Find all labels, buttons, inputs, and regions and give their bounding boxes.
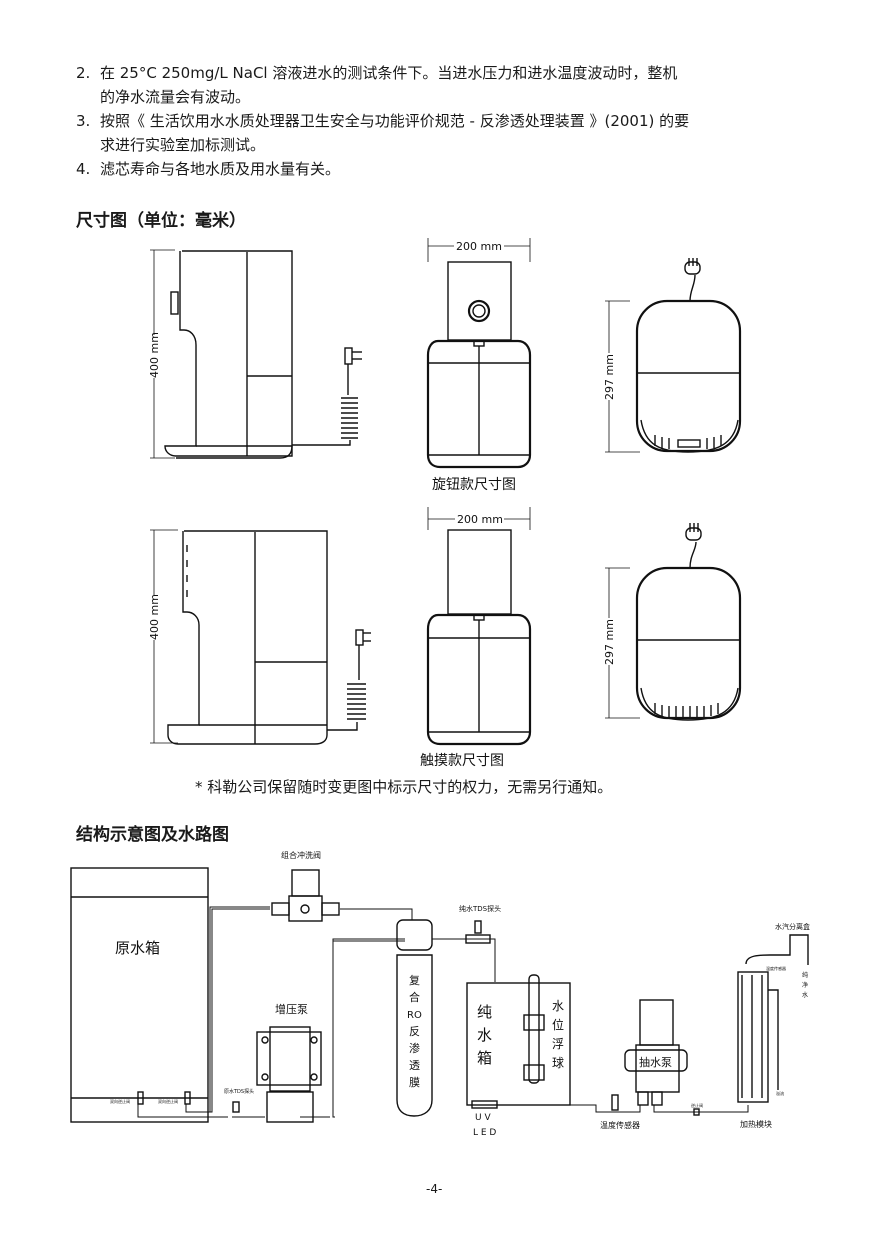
depth-dimension-label: 297 mm [603, 619, 616, 665]
pure-water-char: 水 [802, 991, 808, 999]
pure-tank-char: 水 [477, 1026, 492, 1044]
width-dimension-label: 200 mm [456, 240, 502, 253]
dimensions-title: 尺寸图（单位：毫米） [76, 211, 246, 231]
float-char: 球 [552, 1056, 564, 1070]
raw-tank [70, 867, 209, 1123]
note-number: 3. [76, 112, 91, 130]
float-char: 位 [552, 1017, 564, 1032]
check-valve-label: 双向逆止阀 [110, 1098, 130, 1104]
knob-caption: 旋钮款尺寸图 [432, 477, 516, 493]
check-valve-label: 双向逆止阀 [158, 1098, 178, 1104]
knob-front-view: 200 mm [426, 238, 532, 469]
ro-label-char: 复 [409, 973, 420, 987]
touch-side-view: 400 mm [148, 529, 371, 745]
knob-top-view: 297 mm [603, 258, 742, 453]
pure-tank-char: 纯 [477, 1003, 492, 1021]
check-valve-3-label: 逆止阀 [691, 1102, 703, 1108]
note-number: 2. [76, 64, 91, 82]
width-dimension-label: 200 mm [457, 513, 503, 526]
ro-label-char: 反 [409, 1025, 420, 1038]
ro-label-char: 膜 [409, 1076, 420, 1089]
raw-tank-label: 原水箱 [115, 939, 160, 957]
uv-led-label: U V [475, 1113, 491, 1123]
touch-top-view: 297 mm [603, 523, 742, 721]
pure-tank [466, 982, 571, 1106]
note-line: 滤芯寿命与各地水质及用水量有关。 [100, 160, 341, 178]
float-char: 水 [552, 999, 564, 1013]
draw-pump-label: 抽水泵 [639, 1055, 672, 1069]
separator-label: 水汽分离盒 [775, 922, 810, 931]
note-line: 求进行实验室加标测试。 [100, 136, 266, 154]
structure-title: 结构示意图及水路图 [76, 825, 229, 845]
touch-front-view: 200 mm [426, 507, 532, 746]
booster-pump-label: 增压泵 [275, 1002, 308, 1016]
raw-tds-label: 原水TDS探头 [224, 1088, 254, 1095]
ro-label-char: RO [407, 1010, 422, 1021]
note-number: 4. [76, 160, 91, 178]
pure-tds-label: 纯水TDS探头 [459, 904, 501, 913]
float-char: 浮 [552, 1037, 564, 1051]
temp-sensor-small-label: 温度传感器 [766, 965, 786, 971]
knob-side-view: 400 mm [148, 249, 362, 459]
note-line: 在 25°C 250mg/L NaCl 溶液进水的测试条件下。当进水压力和进水温… [100, 64, 678, 82]
note-line: 的净水流量会有波动。 [100, 88, 251, 106]
note-line: 按照《 生活饮用水水质处理器卫生安全与功能评价规范 - 反渗透处理装置 》(20… [100, 112, 690, 130]
height-dimension-label: 400 mm [148, 332, 161, 378]
heater-label: 加热模块 [740, 1119, 772, 1129]
depth-dimension-label: 297 mm [603, 354, 616, 400]
flush-valve-label: 组合冲洗阀 [281, 850, 321, 860]
pure-tank-char: 箱 [477, 1049, 492, 1067]
ro-label-char: 合 [409, 990, 420, 1004]
overflow-label: 溢流 [776, 1090, 784, 1096]
page-number: -4- [426, 1182, 443, 1196]
ro-label-char: 渗 [409, 1041, 420, 1055]
pure-water-char: 净 [802, 981, 808, 989]
touch-caption: 触摸款尺寸图 [420, 753, 504, 769]
disclaimer: * 科勒公司保留随时变更图中标示尺寸的权力，无需另行通知。 [195, 778, 613, 796]
temp-sensor-label: 温度传感器 [600, 1120, 640, 1130]
height-dimension-label: 400 mm [148, 594, 161, 640]
ro-label-char: 透 [409, 1059, 420, 1072]
water-path-diagram: 原水箱 双向逆止阀 双向逆止阀 组合冲洗阀 增压泵 原水TDS探头 复 合 [70, 850, 810, 1138]
uv-led-label: L E D [473, 1128, 496, 1138]
pure-water-char: 纯 [802, 971, 808, 979]
